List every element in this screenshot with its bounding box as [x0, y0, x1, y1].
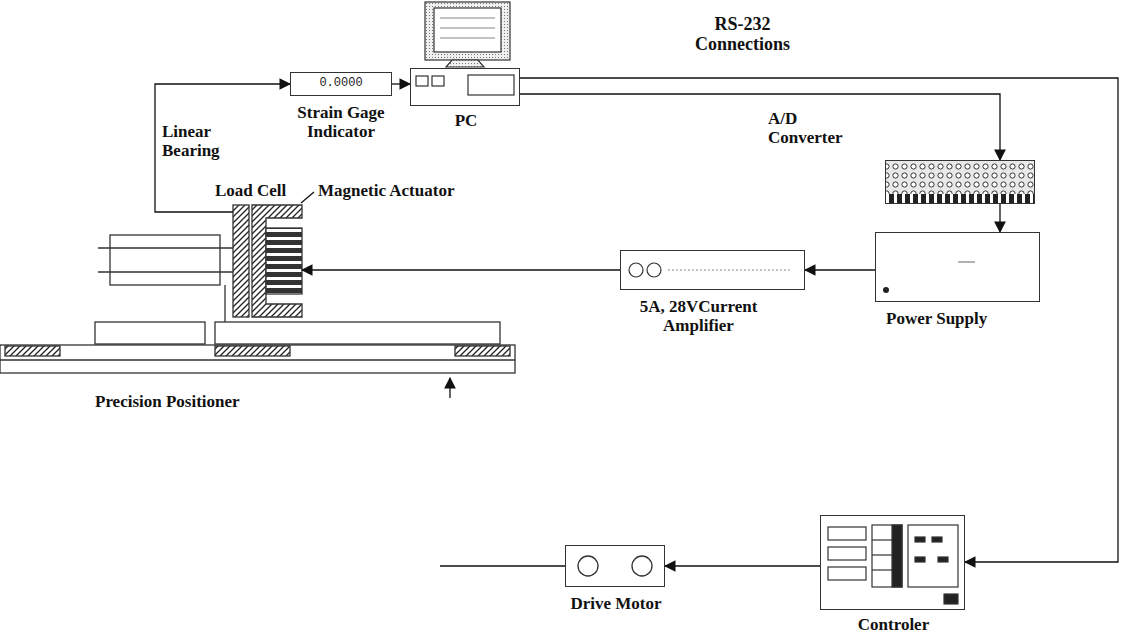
- signal-wire: [302, 269, 620, 270]
- leader-lines-part: [301, 192, 314, 203]
- device-label: PC: [411, 111, 521, 130]
- pc-front-panel-part: [432, 76, 444, 86]
- signal-wire: [665, 565, 820, 566]
- device-label: Controler: [816, 615, 971, 634]
- controller-panel-part: [932, 537, 942, 542]
- positioner-stage-part: [215, 322, 500, 344]
- signal-wire: [392, 83, 410, 84]
- monitor-part: [434, 8, 501, 52]
- positioner-stage-part: [455, 346, 510, 356]
- magnetic-actuator-part: [252, 205, 302, 317]
- monitor-part: [425, 2, 510, 60]
- positioner-stage-part: [0, 359, 515, 360]
- load-cell-part: [233, 205, 249, 317]
- positioner-stage-part: [5, 346, 60, 356]
- controller-panel-part: [828, 527, 866, 540]
- monitor: [425, 2, 510, 67]
- positioner-stage-part: [215, 346, 290, 356]
- controller-panel-part: [828, 567, 866, 580]
- leader-lines-part: [440, 565, 565, 566]
- magnetic-actuator: [252, 205, 302, 317]
- leader-lines: [301, 192, 565, 566]
- device-label: Magnetic Actuator: [318, 181, 488, 200]
- pc-front-panel-part: [416, 76, 428, 86]
- converter-board: [885, 160, 1035, 204]
- amplifier-panel-part: [629, 263, 643, 277]
- signal-wire: [999, 204, 1000, 232]
- device-label: Power Supply: [886, 309, 1026, 328]
- magnetic-actuator: Magnetic Actuator: [252, 205, 302, 317]
- controller-panel-part: [908, 525, 958, 587]
- controller: Controler: [820, 515, 965, 610]
- power-supply-panel: [883, 262, 975, 293]
- pc-unit: PC: [410, 68, 520, 106]
- signal-wire: [805, 269, 875, 270]
- linear-bearing-part: [224, 285, 225, 322]
- current-amplifier: 5A, 28VCurrent Amplifier: [620, 250, 805, 290]
- magnetic-actuator-part: [266, 228, 302, 294]
- display-reading: 0.0000: [291, 73, 391, 95]
- load-cell: [233, 205, 249, 317]
- pc-front-panel: [416, 75, 514, 95]
- signal-wire: [520, 78, 1118, 562]
- positioner-stage-part: [95, 322, 205, 344]
- positioner-stage-part: [0, 345, 515, 373]
- controller-panel-part: [915, 557, 925, 562]
- linear-bearing-part: [110, 235, 220, 285]
- part-label: Linear Bearing: [162, 122, 242, 160]
- monitor-part: [446, 60, 484, 67]
- controller-panel-part: [915, 537, 925, 542]
- signal-wire: [520, 94, 1000, 160]
- bus-label: RS-232 Connections: [680, 14, 805, 54]
- converter-board-part: [885, 160, 1035, 194]
- device-label: Load Cell: [215, 181, 305, 200]
- motor-face: [578, 556, 652, 576]
- amplifier-panel-part: [647, 263, 661, 277]
- controller-panel-part: [828, 547, 866, 560]
- power-supply-panel-part: [958, 261, 975, 263]
- controller-panel-part: [944, 594, 958, 604]
- amplifier-panel-part: [668, 269, 790, 270]
- linear-bearing-part: [98, 271, 233, 272]
- positioner-stage: [0, 322, 515, 373]
- monitor-part: [440, 27, 495, 28]
- amplifier-panel: [629, 263, 790, 277]
- device-label: A/D Converter: [768, 109, 868, 147]
- motor-face-part: [632, 556, 652, 576]
- ad-converter: A/D Converter: [885, 160, 1035, 204]
- monitor-part: [440, 37, 495, 38]
- linear-bearing: [98, 235, 233, 322]
- precision-positioner: Precision Positioner: [0, 322, 515, 374]
- controller-panel-part: [872, 525, 902, 587]
- converter-board-part: [885, 194, 1035, 204]
- drive-motor: Drive Motor: [565, 545, 665, 587]
- linear-bearing-part: [98, 247, 233, 248]
- pc-front-panel-part: [468, 75, 514, 95]
- motor-face-part: [578, 556, 598, 576]
- device-label: Precision Positioner: [95, 392, 295, 411]
- power-supply: Power Supply: [875, 232, 1040, 302]
- device-label: Drive Motor: [556, 594, 676, 613]
- controller-panel: [828, 525, 958, 604]
- strain-gage-indicator: 0.0000Strain Gage Indicator: [290, 72, 392, 96]
- leader-lines-part: [449, 378, 450, 398]
- controller-panel-part: [938, 557, 948, 562]
- device-label: Strain Gage Indicator: [286, 103, 396, 141]
- load-cell: Load Cell: [233, 205, 249, 317]
- monitor-part: [440, 17, 495, 18]
- controller-panel-part: [892, 525, 902, 587]
- power-supply-panel-part: [883, 287, 889, 293]
- device-label: 5A, 28VCurrent Amplifier: [611, 297, 786, 335]
